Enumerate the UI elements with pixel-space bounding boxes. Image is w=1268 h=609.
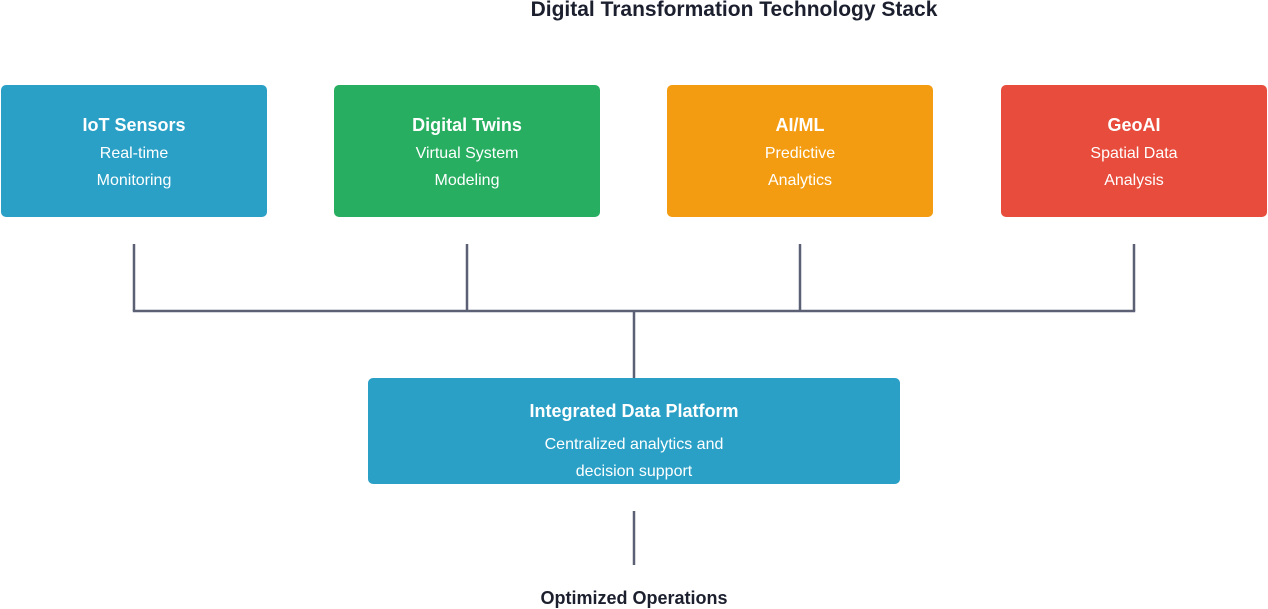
platform-title: Integrated Data Platform <box>529 401 739 421</box>
node-digital-twins-desc-line1: Virtual System <box>415 145 519 162</box>
node-geoai: GeoAI Spatial Data Analysis <box>1001 85 1267 217</box>
node-iot-sensors: IoT Sensors Real-time Monitoring <box>1 85 267 217</box>
node-ai-ml-desc-line1: Predictive <box>764 145 836 162</box>
platform-desc-line2: decision support <box>575 463 693 480</box>
diagram-title: Digital Transformation Technology Stack <box>530 0 938 21</box>
node-ai-ml-title: AI/ML <box>775 115 825 135</box>
node-digital-twins-desc-line2: Modeling <box>434 172 500 189</box>
node-geoai-desc-line2: Analysis <box>1104 172 1164 189</box>
platform-desc-line1: Centralized analytics and <box>544 436 724 453</box>
node-iot-sensors-desc-line1: Real-time <box>99 145 169 162</box>
node-ai-ml: AI/ML Predictive Analytics <box>667 85 933 217</box>
node-iot-sensors-title: IoT Sensors <box>82 115 186 135</box>
node-iot-sensors-desc-line2: Monitoring <box>96 172 172 189</box>
outcome-label: Optimized Operations <box>540 588 728 608</box>
node-ai-ml-desc-line2: Analytics <box>767 172 833 189</box>
node-geoai-title: GeoAI <box>1107 115 1161 135</box>
node-integrated-data-platform: Integrated Data Platform Centralized ana… <box>368 378 900 484</box>
node-geoai-desc-line1: Spatial Data <box>1090 145 1178 162</box>
node-digital-twins: Digital Twins Virtual System Modeling <box>334 85 600 217</box>
node-digital-twins-title: Digital Twins <box>412 115 522 135</box>
